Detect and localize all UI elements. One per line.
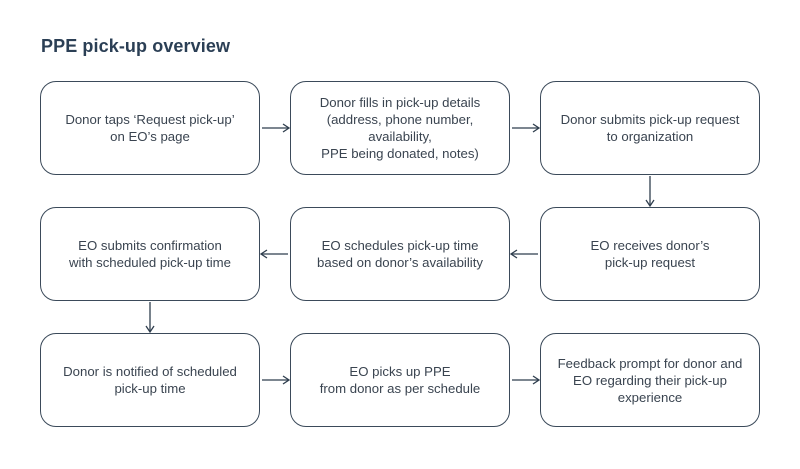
step-2-fill-details: Donor fills in pick-up details (address,… (290, 81, 510, 175)
diagram-title: PPE pick-up overview (41, 36, 231, 56)
step-6-eo-confirms: EO submits confirmation with scheduled p… (40, 207, 260, 301)
step-3-submit-request: Donor submits pick-up request to organiz… (540, 81, 760, 175)
step-7-donor-notified: Donor is notified of scheduled pick-up t… (40, 333, 260, 427)
arrow-step8-to-step9 (512, 375, 541, 385)
step-9-feedback: Feedback prompt for donor and EO regardi… (540, 333, 760, 427)
arrow-step7-to-step8 (262, 375, 291, 385)
arrow-step1-to-step2 (262, 123, 291, 133)
step-1-request-pickup: Donor taps ‘Request pick-up’ on EO’s pag… (40, 81, 260, 175)
arrow-step5-to-step6 (259, 249, 288, 259)
arrow-step4-to-step5 (509, 249, 538, 259)
step-5-eo-schedules: EO schedules pick-up time based on donor… (290, 207, 510, 301)
arrow-step3-to-step4 (645, 176, 655, 208)
step-8-eo-picks-up: EO picks up PPE from donor as per schedu… (290, 333, 510, 427)
arrow-step6-to-step7 (145, 302, 155, 334)
arrow-step2-to-step3 (512, 123, 541, 133)
step-4-eo-receives: EO receives donor’s pick-up request (540, 207, 760, 301)
